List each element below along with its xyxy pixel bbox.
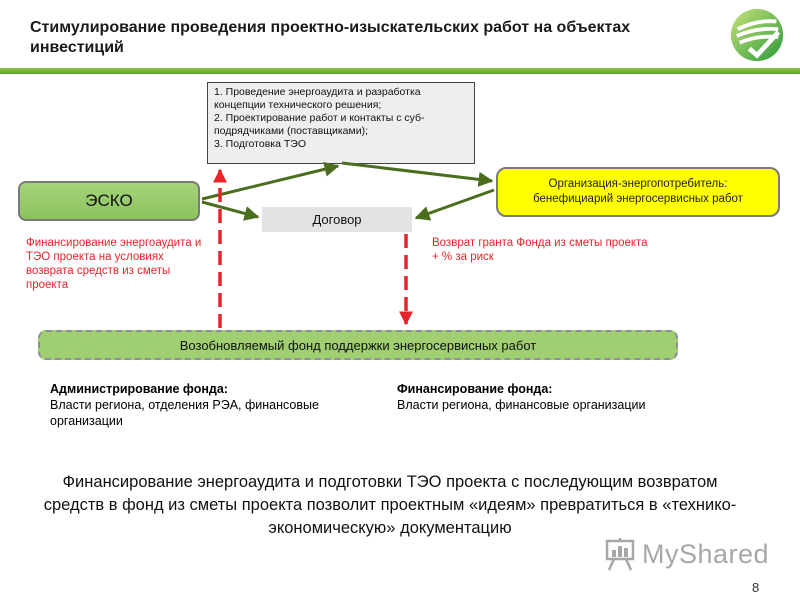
watermark: MyShared [604,534,774,574]
slide-title: Стимулирование проведения проектно-изыск… [30,19,631,56]
work-stages-box: 1. Проведение энергоаудита и разработка … [207,82,475,164]
fund-administration-heading: Администрирование фонда: [50,382,228,396]
esco-to-contract-arrow [201,200,260,221]
fund-financing-block: Финансирование фонда: Власти региона, фи… [397,381,677,413]
financing-note: Финансирование энергоаудита и ТЭО проект… [26,237,202,291]
contract-node: Договор [262,207,412,232]
fund-financing-heading: Финансирование фонда: [397,382,553,396]
fund-administration-text: Власти региона, отделения РЭА, финансовы… [50,398,319,428]
work-stage-item: 2. Проектирование работ и контакты с суб… [214,112,425,137]
fund-financing-text: Власти региона, финансовые организации [397,398,646,412]
stages-to-consumer-arrow [341,161,494,187]
page-number: 8 [752,580,760,595]
fund-administration-block: Администрирование фонда: Власти региона,… [50,381,340,429]
consumer-node: Организация-энергопотребитель: бенефициа… [496,167,780,217]
esco-node: ЭСКО [18,181,200,221]
sberbank-logo-icon [730,8,784,62]
title-divider [0,68,800,74]
work-stage-item: 1. Проведение энергоаудита и разработка … [214,86,421,111]
consumer-to-contract-arrow [414,188,495,221]
return-note: Возврат гранта Фонда из сметы проекта + … [432,237,648,263]
watermark-text: MyShared [642,538,770,569]
esco-to-stages-arrow [201,161,340,201]
work-stage-item: 3. Подготовка ТЭО [214,138,306,150]
summary-text: Финансирование энергоаудита и подготовки… [43,473,737,537]
presentation-board-icon [605,538,635,571]
fund-node: Возобновляемый фонд поддержки энергосерв… [38,330,678,360]
